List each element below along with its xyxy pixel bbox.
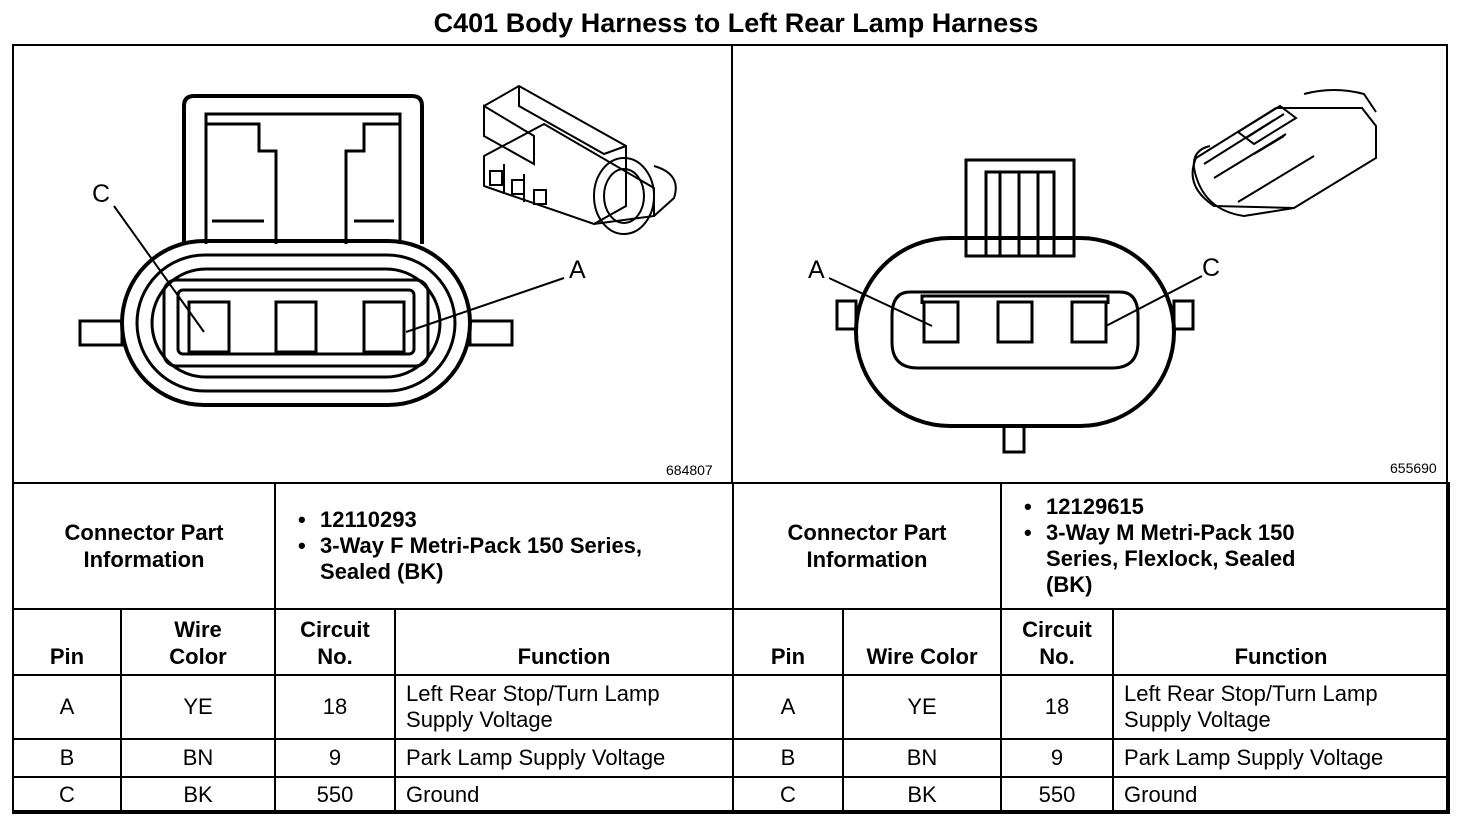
pin-cell: B bbox=[732, 738, 844, 778]
circuit-cell: 550 bbox=[274, 776, 397, 814]
left-figure-number: 684807 bbox=[666, 462, 713, 478]
wire-color-cell: BN bbox=[841, 738, 1003, 778]
part-info-cell: 12110293 3-Way F Metri-Pack 150 Series, … bbox=[274, 482, 735, 610]
wire-color-cell: BK bbox=[119, 776, 277, 814]
pin-cell: B bbox=[12, 738, 122, 778]
function-header: Function bbox=[394, 608, 735, 676]
wire-color-header: Wire Color bbox=[119, 608, 277, 676]
connector-drawing bbox=[78, 46, 1377, 484]
right-pin-a-label: A bbox=[808, 256, 825, 284]
part-info-cell: 12129615 3-Way M Metri-Pack 150 Series, … bbox=[1000, 482, 1451, 610]
left-connector-table: Connector Part Information 12110293 3-Wa… bbox=[11, 482, 735, 814]
function-cell: Ground bbox=[394, 776, 735, 814]
table-row: B BN 9 Park Lamp Supply Voltage bbox=[732, 738, 1451, 778]
wire-color-header: Wire Color bbox=[841, 608, 1003, 676]
part-description: 3-Way M Metri-Pack 150 Series, Flexlock,… bbox=[1002, 520, 1448, 598]
right-figure-number: 655690 bbox=[1390, 460, 1437, 476]
pin-header: Pin bbox=[12, 608, 122, 676]
left-pin-a-label: A bbox=[569, 256, 586, 284]
table-row: A YE 18 Left Rear Stop/Turn Lamp Supply … bbox=[12, 674, 735, 740]
column-header-row: Pin Wire Color Circuit No. Function bbox=[12, 608, 735, 676]
function-cell: Ground bbox=[1112, 776, 1451, 814]
connector-sheet: C A 684807 A C 655690 Connector Part Inf… bbox=[11, 44, 1451, 814]
table-row: C BK 550 Ground bbox=[732, 776, 1451, 814]
table-row: B BN 9 Park Lamp Supply Voltage bbox=[12, 738, 735, 778]
left-pin-c-label: C bbox=[92, 180, 111, 208]
function-cell: Park Lamp Supply Voltage bbox=[1112, 738, 1451, 778]
wire-color-cell: BK bbox=[841, 776, 1003, 814]
circuit-cell: 18 bbox=[1000, 674, 1115, 740]
right-pin-c-label: C bbox=[1202, 254, 1221, 282]
function-cell: Left Rear Stop/Turn Lamp Supply Voltage bbox=[1112, 674, 1451, 740]
table-row: A YE 18 Left Rear Stop/Turn Lamp Supply … bbox=[732, 674, 1451, 740]
left-connector-drawing bbox=[78, 84, 677, 407]
table-row: C BK 550 Ground bbox=[12, 776, 735, 814]
function-header: Function bbox=[1112, 608, 1451, 676]
page-title: C401 Body Harness to Left Rear Lamp Harn… bbox=[433, 8, 1039, 38]
circuit-no-header: Circuit No. bbox=[274, 608, 397, 676]
function-cell: Park Lamp Supply Voltage bbox=[394, 738, 735, 778]
connector-info-row: Connector Part Information 12110293 3-Wa… bbox=[11, 482, 735, 610]
connector-part-info-label: Connector Part Information bbox=[11, 482, 277, 610]
circuit-cell: 550 bbox=[1000, 776, 1115, 814]
wire-color-cell: YE bbox=[841, 674, 1003, 740]
pin-cell: A bbox=[12, 674, 122, 740]
part-number: 12110293 bbox=[276, 507, 732, 533]
column-header-row: Pin Wire Color Circuit No. Function bbox=[732, 608, 1451, 676]
pin-header: Pin bbox=[732, 608, 844, 676]
part-description: 3-Way F Metri-Pack 150 Series, Sealed (B… bbox=[276, 533, 732, 585]
right-connector-drawing bbox=[828, 89, 1377, 454]
function-cell: Left Rear Stop/Turn Lamp Supply Voltage bbox=[394, 674, 735, 740]
wire-color-cell: BN bbox=[119, 738, 277, 778]
connector-diagrams: C A 684807 A C 655690 bbox=[14, 46, 1446, 484]
circuit-cell: 9 bbox=[274, 738, 397, 778]
pin-cell: C bbox=[732, 776, 844, 814]
right-connector-table: Connector Part Information 12129615 3-Wa… bbox=[731, 482, 1451, 814]
pin-cell: C bbox=[12, 776, 122, 814]
connector-part-info-label: Connector Part Information bbox=[731, 482, 1003, 610]
circuit-cell: 9 bbox=[1000, 738, 1115, 778]
circuit-cell: 18 bbox=[274, 674, 397, 740]
wire-color-cell: YE bbox=[119, 674, 277, 740]
pin-cell: A bbox=[732, 674, 844, 740]
part-number: 12129615 bbox=[1002, 494, 1448, 520]
circuit-no-header: Circuit No. bbox=[1000, 608, 1115, 676]
connector-info-row: Connector Part Information 12129615 3-Wa… bbox=[731, 482, 1451, 610]
